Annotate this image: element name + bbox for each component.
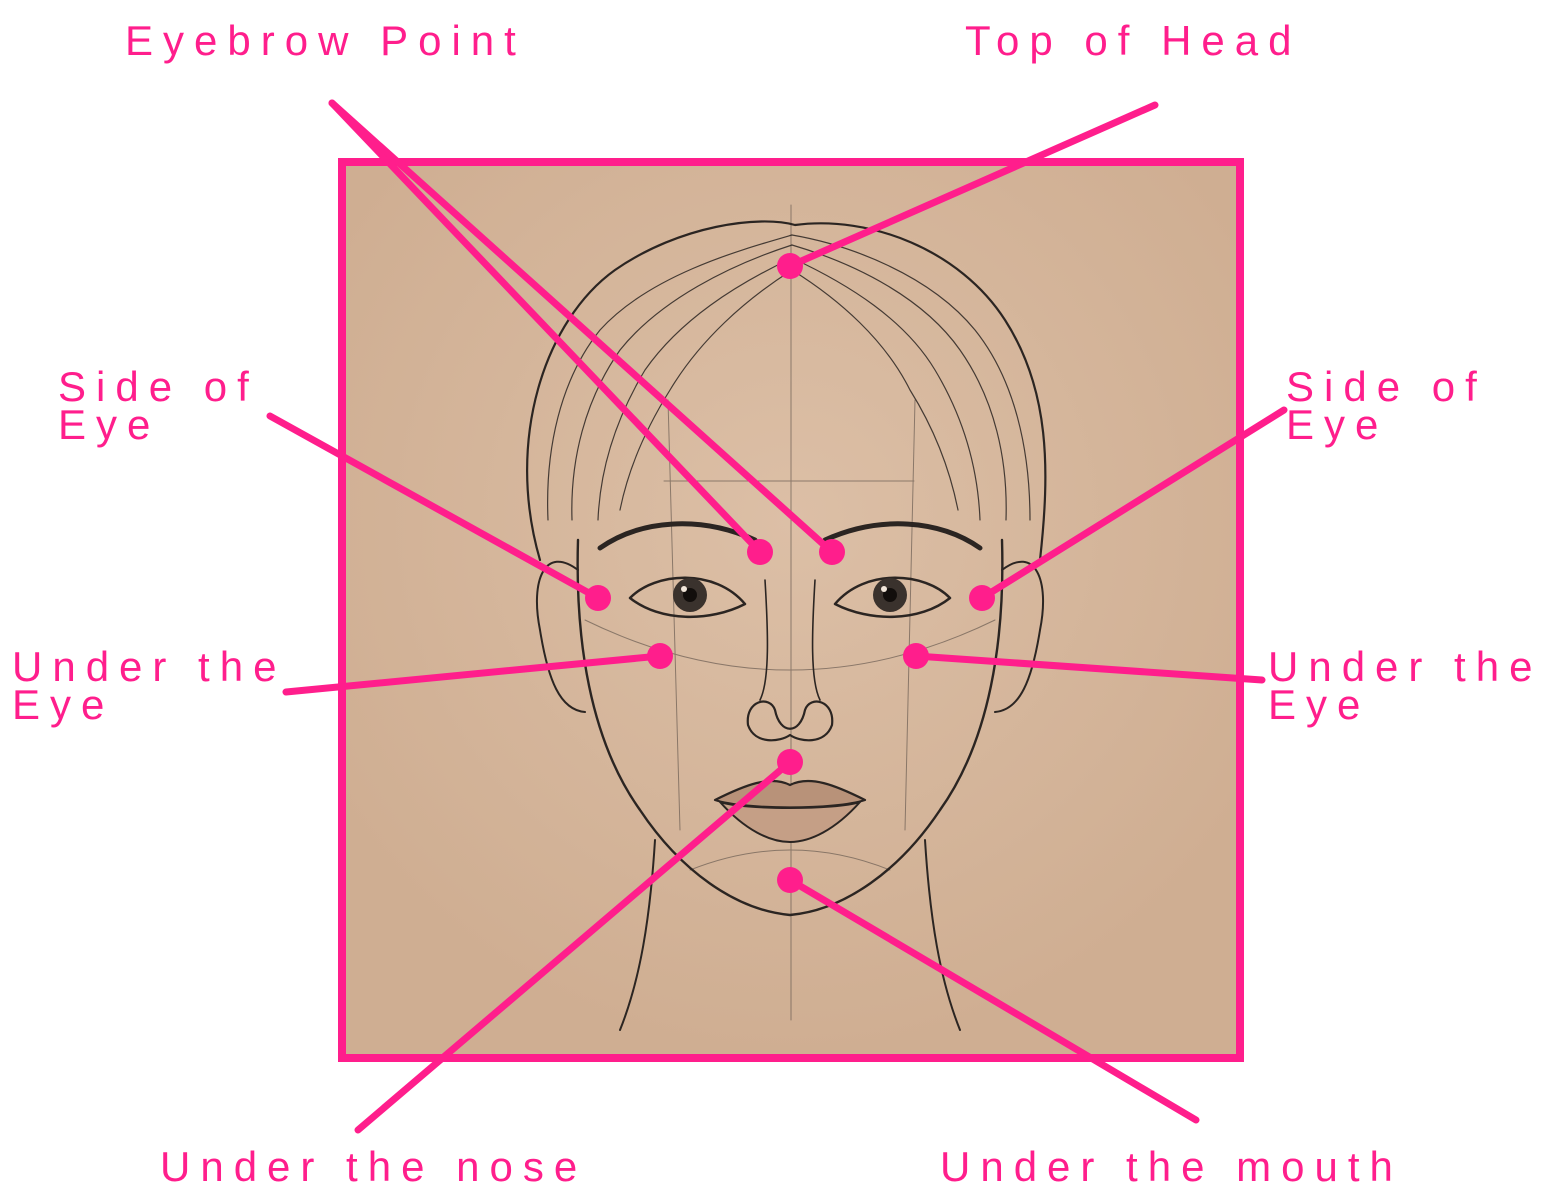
label-side-of-eye-left: Side of Eye xyxy=(58,368,259,444)
label-side-of-eye-right: Side of Eye xyxy=(1286,368,1487,444)
label-top-of-head: Top of Head xyxy=(965,22,1302,60)
eyebrow-point-right-marker-dot xyxy=(819,539,845,565)
under-mouth-marker-dot xyxy=(777,867,803,893)
label-under-eye-left: Under the Eye xyxy=(12,648,286,724)
label-under-eye-right: Under the Eye xyxy=(1268,648,1542,724)
label-under-the-mouth: Under the mouth xyxy=(940,1148,1403,1186)
under-eye-left-marker-dot xyxy=(647,643,673,669)
under-nose-marker-dot xyxy=(777,749,803,775)
under-eye-right-marker-dot xyxy=(903,643,929,669)
side-of-eye-left-marker-dot xyxy=(585,585,611,611)
top-of-head-marker-dot xyxy=(777,253,803,279)
label-under-the-nose: Under the nose xyxy=(160,1148,587,1186)
eyebrow-point-left-marker-dot xyxy=(747,539,773,565)
side-of-eye-right-marker-dot xyxy=(969,585,995,611)
label-eyebrow-point: Eyebrow Point xyxy=(125,22,526,60)
